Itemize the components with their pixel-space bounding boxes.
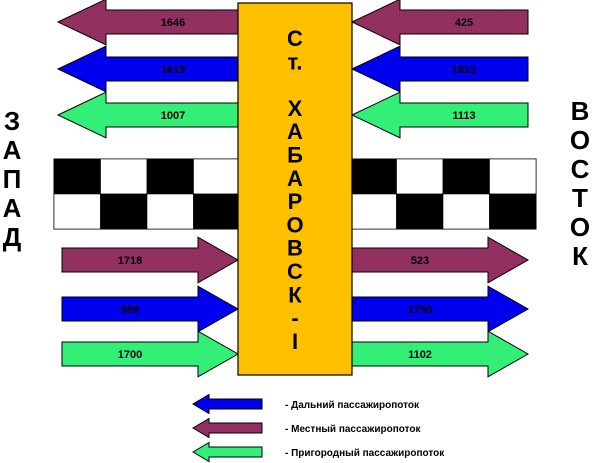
track-cell — [349, 193, 397, 230]
arrow-west-outbound-long_distance-shape — [61, 285, 240, 333]
east-label-letter: В — [571, 96, 590, 126]
east-label-letter: О — [570, 212, 590, 242]
station-label-letter: С — [287, 259, 303, 284]
arrow-east-inbound-long_distance: 1812 — [350, 45, 529, 93]
station-label-letter: С — [287, 26, 303, 51]
arrow-east-inbound-suburban-value: 1113 — [452, 110, 475, 122]
station-label-letter: Р — [288, 189, 303, 214]
arrow-west-inbound-long_distance-value: 1619 — [161, 64, 185, 76]
legend-item-long_distance: - Дальний пассажиропоток — [192, 393, 420, 415]
station-label-letter: В — [287, 236, 303, 261]
arrow-west-outbound-suburban-value: 1700 — [118, 349, 142, 361]
legend-arrow-suburban — [192, 441, 263, 463]
east-label-letter: С — [571, 154, 590, 184]
west-label-letter: А — [3, 193, 22, 223]
arrow-east-outbound-local-shape — [351, 236, 530, 284]
legend-label-suburban: - Пригородный пассажиропоток — [285, 448, 445, 459]
arrow-east-inbound-suburban: 1113 — [350, 91, 529, 139]
arrow-west-inbound-suburban-value: 1007 — [161, 110, 185, 122]
track-cell — [442, 193, 490, 230]
arrow-east-inbound-local-value: 425 — [455, 17, 473, 29]
track-cell — [53, 193, 101, 230]
railway-track-east — [349, 158, 537, 230]
legend: - Дальний пассажиропоток - Местный пассаж… — [192, 393, 445, 463]
arrow-west-outbound-suburban-shape — [61, 330, 240, 378]
west-label-letter: Д — [3, 222, 22, 252]
east-label-letter: К — [572, 241, 588, 271]
arrow-east-outbound-long_distance: 1750 — [351, 285, 530, 333]
arrow-east-inbound-local-shape — [350, 0, 529, 46]
station-label-letter: Х — [288, 96, 303, 121]
arrow-east-inbound-long_distance-shape — [350, 45, 529, 93]
track-cell — [146, 193, 194, 230]
arrow-west-inbound-suburban-shape — [56, 91, 241, 139]
track-cell — [100, 158, 148, 195]
east-label-letter: О — [570, 125, 590, 155]
west-label-letter: А — [3, 135, 22, 165]
legend-item-suburban: - Пригородный пассажиропоток — [192, 441, 445, 463]
railway-track-west — [53, 158, 241, 230]
track-cell — [396, 158, 444, 195]
arrow-east-outbound-suburban-value: 1102 — [408, 349, 432, 361]
arrow-west-inbound-long_distance: 1619 — [56, 45, 241, 93]
track-cell — [193, 158, 241, 195]
legend-item-local: - Местный пассажиропоток — [192, 417, 421, 439]
arrow-west-outbound-local-shape — [61, 236, 240, 284]
arrow-west-outbound-local-value: 1718 — [118, 255, 142, 267]
arrow-east-outbound-long_distance-shape — [351, 285, 530, 333]
station-label-letter: - — [291, 306, 298, 331]
arrow-west-outbound-local: 1718 — [61, 236, 240, 284]
station-label-letter: I — [292, 329, 298, 354]
legend-arrow-long_distance — [192, 393, 263, 415]
arrow-east-outbound-local: 523 — [351, 236, 530, 284]
legend-label-local: - Местный пассажиропоток — [285, 424, 421, 435]
arrow-east-outbound-local-value: 523 — [411, 255, 429, 267]
station-label-letter: К — [288, 282, 302, 307]
arrow-east-outbound-suburban-shape — [351, 330, 530, 378]
track-cell — [489, 193, 537, 230]
arrow-west-inbound-suburban: 1007 — [56, 91, 241, 139]
legend-arrow-local — [192, 417, 263, 439]
arrow-west-outbound-long_distance-value: 988 — [121, 304, 139, 316]
arrow-west-inbound-local-value: 1646 — [161, 17, 185, 29]
station-label-letter: А — [287, 166, 303, 191]
west-label-letter: З — [4, 106, 20, 136]
track-cell — [193, 193, 241, 230]
track-cell — [396, 193, 444, 230]
arrow-west-outbound-long_distance: 988 — [61, 285, 240, 333]
arrow-west-inbound-local-shape — [56, 0, 241, 46]
arrow-east-inbound-local: 425 — [350, 0, 529, 46]
station-label-letter: Б — [287, 143, 303, 168]
station-label-letter: т. — [288, 49, 303, 74]
arrow-west-outbound-suburban: 1700 — [61, 330, 240, 378]
legend-label-long_distance: - Дальний пассажиропоток — [285, 400, 420, 411]
track-cell — [489, 158, 537, 195]
arrow-west-inbound-long_distance-shape — [56, 45, 241, 93]
track-cell — [146, 158, 194, 195]
track-cell — [442, 158, 490, 195]
arrow-west-inbound-local: 1646 — [56, 0, 241, 46]
flow-arrows: 1646 1619 1007 425 1812 1113 1718 988 1700 523 175… — [56, 0, 530, 378]
track-cell — [100, 193, 148, 230]
track-cell — [53, 158, 101, 195]
arrow-east-outbound-long_distance-value: 1750 — [408, 304, 432, 316]
track-cell — [349, 158, 397, 195]
arrow-east-outbound-suburban: 1102 — [351, 330, 530, 378]
arrow-east-inbound-suburban-shape — [350, 91, 529, 139]
station-rectangle — [237, 2, 353, 376]
station-label-letter: А — [287, 119, 303, 144]
arrow-east-inbound-long_distance-value: 1812 — [452, 64, 476, 76]
station-label-letter: О — [286, 212, 303, 237]
west-label-letter: П — [3, 164, 22, 194]
east-label-letter: Т — [572, 183, 588, 213]
